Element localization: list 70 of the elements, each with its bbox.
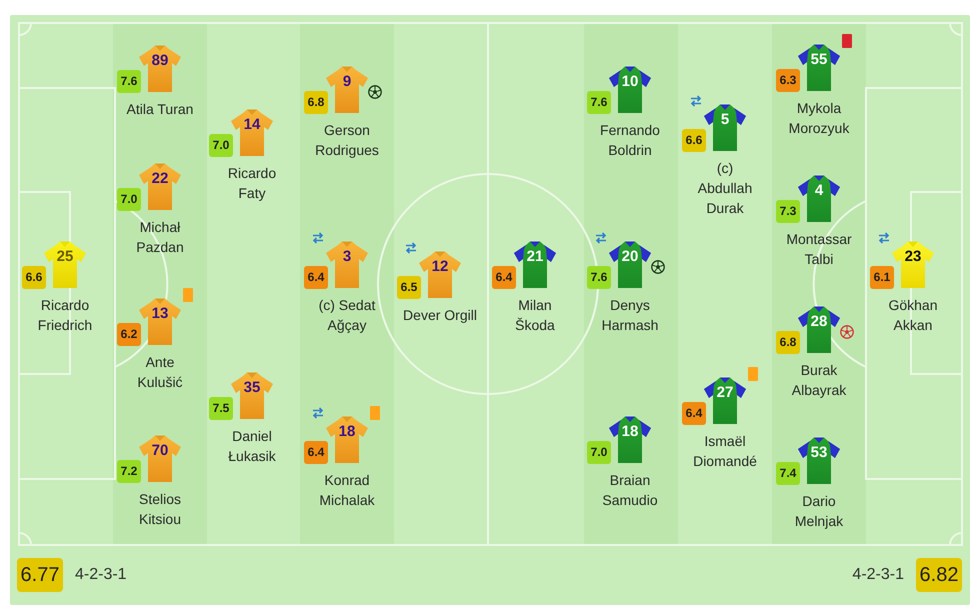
player-name: Ismaël Diomandé bbox=[692, 432, 758, 471]
player-name: Dario Melnjak bbox=[794, 492, 844, 531]
rating-badge: 7.3 bbox=[776, 200, 800, 223]
rating-badge: 6.5 bbox=[397, 276, 421, 299]
formation-label: 4-2-3-1 bbox=[852, 565, 904, 585]
shirt-number: 14 bbox=[242, 116, 262, 134]
player-name: Milan Škoda bbox=[514, 296, 556, 335]
rating-badge: 6.1 bbox=[870, 266, 894, 289]
player-name: Gerson Rodrigues bbox=[314, 121, 380, 160]
shirt-number: 12 bbox=[430, 258, 450, 276]
shirt-number: 35 bbox=[242, 379, 262, 397]
player-name: Fernando Boldrin bbox=[599, 121, 661, 160]
shirt-number: 28 bbox=[810, 313, 828, 331]
rating-badge: 6.8 bbox=[304, 91, 328, 114]
shirt-number: 20 bbox=[620, 248, 640, 266]
player-name: (c) Sedat Ağçay bbox=[318, 296, 376, 335]
shirt-number: 5 bbox=[720, 111, 730, 129]
rating-badge: 7.6 bbox=[587, 266, 611, 289]
player-name: Daniel Łukasik bbox=[227, 427, 277, 466]
rating-badge: 6.4 bbox=[304, 266, 328, 289]
team-rating: 6.82 bbox=[916, 558, 962, 592]
rating-badge: 6.4 bbox=[682, 402, 706, 425]
player-name: Gökhan Akkan bbox=[887, 296, 939, 335]
player-name: Stelios Kitsiou bbox=[138, 490, 182, 529]
rating-badge: 6.8 bbox=[776, 331, 800, 354]
formation-label: 4-2-3-1 bbox=[75, 565, 127, 585]
shirt-number: 18 bbox=[620, 423, 640, 441]
player-name: Mykola Morozyuk bbox=[788, 99, 850, 138]
player-name: Ricardo Friedrich bbox=[36, 296, 94, 335]
team-rating: 6.77 bbox=[17, 558, 63, 592]
player-name: Denys Harmash bbox=[600, 296, 660, 335]
rating-badge: 7.2 bbox=[117, 460, 141, 483]
shirt-number: 70 bbox=[150, 442, 170, 460]
shirt-number: 22 bbox=[150, 170, 170, 188]
shirt-number: 4 bbox=[814, 182, 824, 200]
shirt-number: 55 bbox=[810, 51, 828, 69]
player-name: (c) Abdullah Durak bbox=[696, 159, 754, 218]
shirt-number: 18 bbox=[338, 423, 356, 441]
rating-badge: 6.6 bbox=[22, 266, 46, 289]
shirt-number: 25 bbox=[56, 248, 74, 266]
rating-badge: 6.6 bbox=[682, 129, 706, 152]
shirt-number: 53 bbox=[810, 444, 828, 462]
rating-badge: 7.6 bbox=[587, 91, 611, 114]
shirt-number: 21 bbox=[526, 248, 544, 266]
rating-badge: 7.5 bbox=[209, 397, 233, 420]
player-name: Dever Orgill bbox=[402, 306, 478, 325]
rating-badge: 6.4 bbox=[492, 266, 516, 289]
rating-badge: 7.0 bbox=[117, 188, 141, 211]
shirt-number: 10 bbox=[620, 73, 640, 91]
player-name: Michał Pazdan bbox=[135, 218, 185, 257]
player-name: Atila Turan bbox=[126, 100, 194, 119]
rating-badge: 7.0 bbox=[587, 441, 611, 464]
player-name: Braian Samudio bbox=[601, 471, 659, 510]
shirt-number: 3 bbox=[342, 248, 352, 266]
player-name: Konrad Michalak bbox=[318, 471, 376, 510]
player-name: Ante Kulušić bbox=[136, 353, 184, 392]
rating-badge: 6.2 bbox=[117, 323, 141, 346]
shirt-number: 27 bbox=[716, 384, 734, 402]
rating-badge: 7.4 bbox=[776, 462, 800, 485]
shirt-number: 89 bbox=[150, 52, 170, 70]
shirt-number: 23 bbox=[904, 248, 922, 266]
rating-badge: 7.0 bbox=[209, 134, 233, 157]
shirt-number: 13 bbox=[150, 305, 170, 323]
player-name: Burak Albayrak bbox=[790, 361, 848, 400]
player-name: Montassar Talbi bbox=[785, 230, 853, 269]
rating-badge: 7.6 bbox=[117, 70, 141, 93]
rating-badge: 6.3 bbox=[776, 69, 800, 92]
rating-badge: 6.4 bbox=[304, 441, 328, 464]
player-name: Ricardo Faty bbox=[226, 164, 278, 203]
shirt-number: 9 bbox=[342, 73, 352, 91]
